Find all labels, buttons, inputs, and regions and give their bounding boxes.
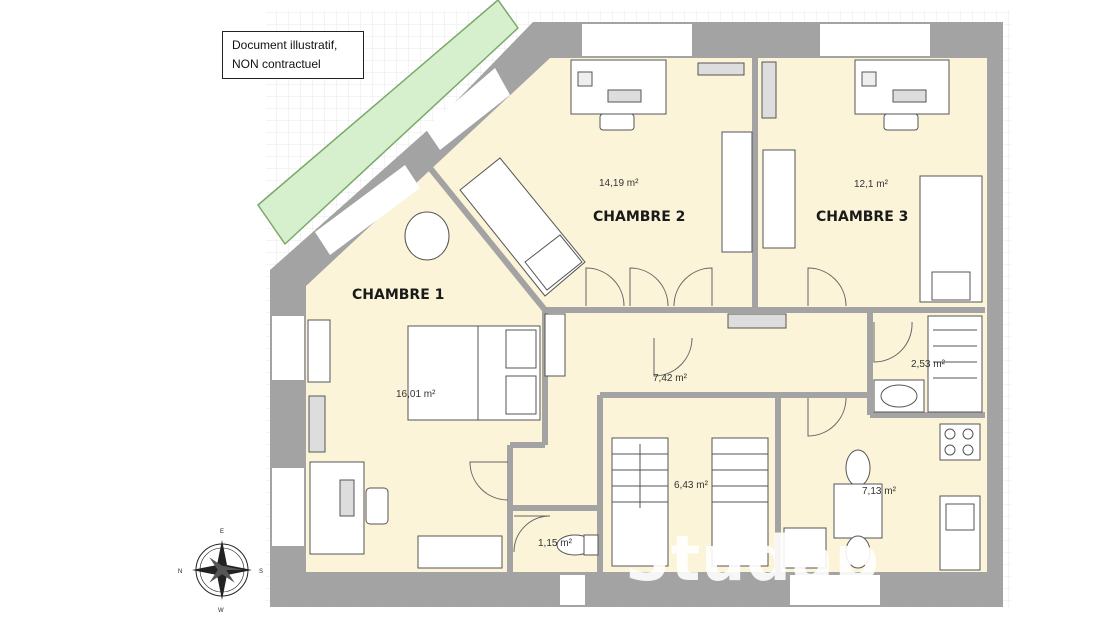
compass-rose-icon: N E S W — [178, 529, 263, 614]
chambre-1-furniture — [307, 211, 566, 569]
compass-w: W — [218, 608, 224, 614]
staircase — [611, 437, 769, 567]
bathroom-fixtures — [873, 315, 983, 413]
salle-de-bain-area: 2,53 m² — [911, 359, 946, 370]
interior-walls — [427, 58, 985, 572]
compass-n: N — [178, 569, 182, 575]
chambre-3-area: 12,1 m² — [854, 179, 889, 190]
disclaimer-note: Document illustratif, NON contractuel — [222, 31, 364, 79]
kitchen-fixtures — [783, 423, 981, 571]
disclaimer-line-1: Document illustratif, — [232, 38, 338, 52]
chambre-2-title: CHAMBRE 2 — [593, 209, 685, 225]
chambre-1-title: CHAMBRE 1 — [352, 287, 444, 303]
chambre-3-furniture — [761, 59, 983, 303]
wc-area: 1,15 m² — [538, 538, 573, 549]
compass-e: E — [220, 529, 224, 535]
cuisine-area: 7,13 m² — [862, 486, 897, 497]
garden-planter — [257, 0, 519, 245]
compass-s: S — [259, 569, 263, 575]
wc-fixtures — [556, 534, 599, 556]
windows — [272, 24, 930, 605]
disclaimer-line-2: NON contractuel — [232, 57, 321, 71]
chambre-1-area: 16,01 m² — [396, 389, 436, 400]
watermark-logo: Studap — [625, 522, 881, 595]
chambre-2-area: 14,19 m² — [599, 178, 639, 189]
chambre-3-title: CHAMBRE 3 — [816, 209, 908, 225]
corridor-furniture — [727, 313, 787, 329]
couloir-area: 7,42 m² — [653, 373, 688, 384]
door-swings — [469, 267, 913, 553]
chambre-2-furniture — [459, 59, 753, 297]
escalier-area: 6,43 m² — [674, 480, 709, 491]
